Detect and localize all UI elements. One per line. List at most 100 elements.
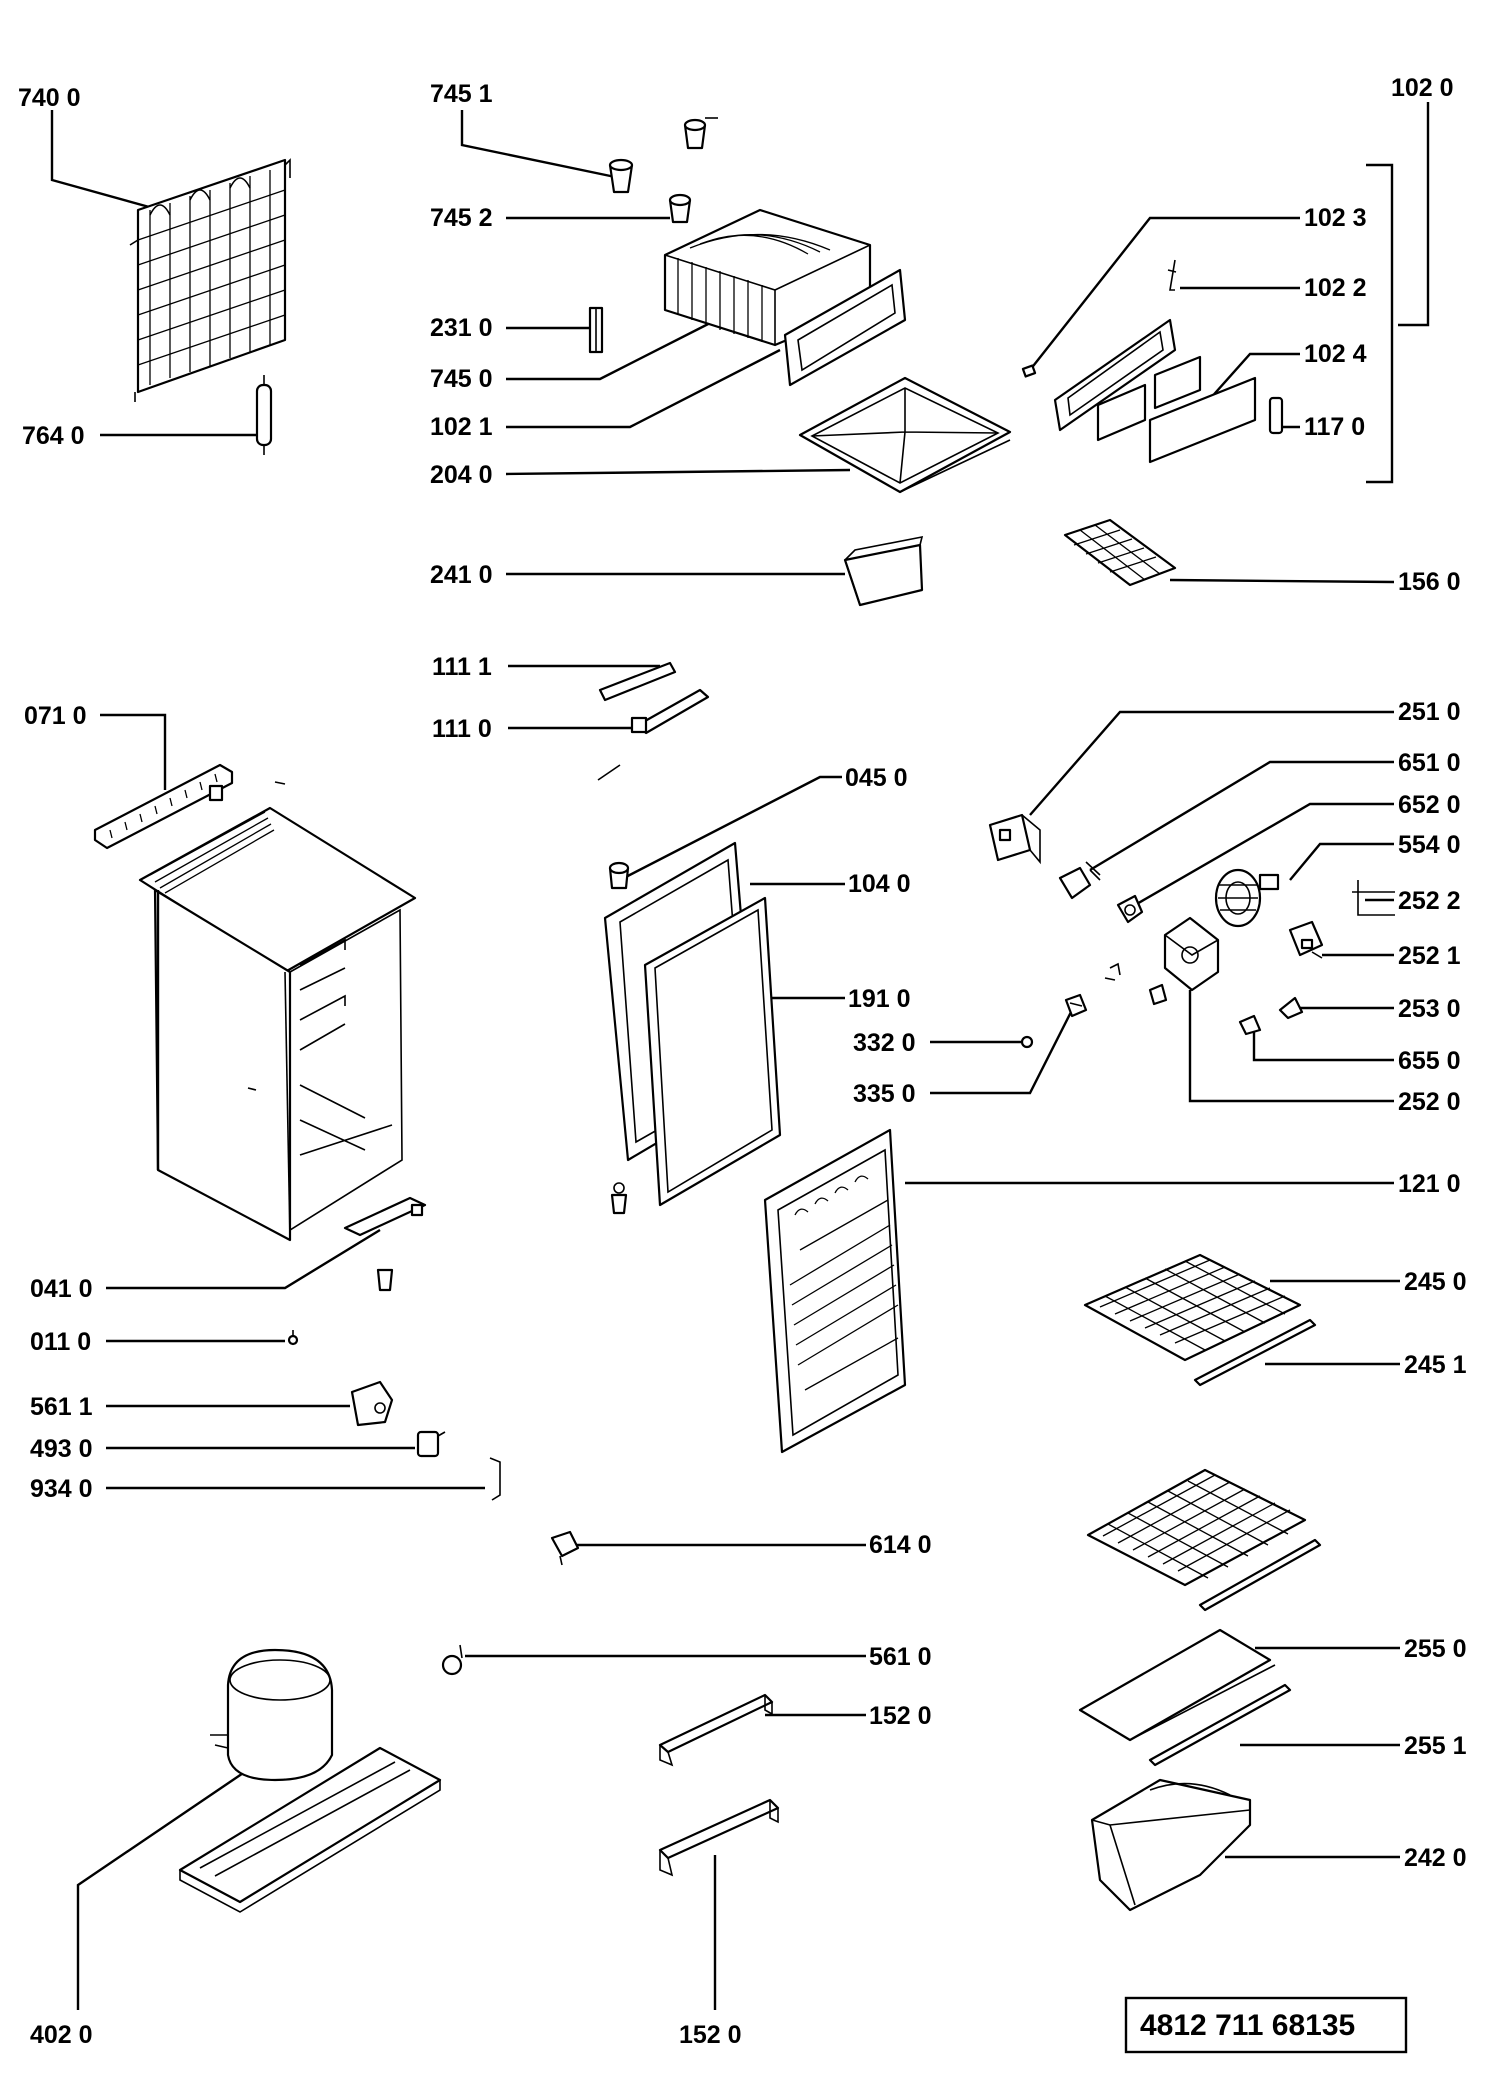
- label-252-0: 252 0: [1398, 1088, 1461, 1116]
- label-561-1: 561 1: [30, 1393, 93, 1421]
- label-102-0: 102 0: [1391, 74, 1454, 102]
- label-554-0: 554 0: [1398, 831, 1461, 859]
- leader-745-1: [460, 110, 621, 180]
- label-102-1: 102 1: [430, 413, 493, 441]
- contact-252-2: [1352, 880, 1395, 916]
- label-242-0: 242 0: [1404, 1844, 1467, 1872]
- leader-740-0: [50, 110, 161, 212]
- label-156-0: 156 0: [1398, 568, 1461, 596]
- label-041-0: 041 0: [30, 1275, 93, 1303]
- label-204-0: 204 0: [430, 461, 493, 489]
- label-102-2: 102 2: [1304, 274, 1367, 302]
- block-493-0: [416, 1430, 446, 1458]
- label-252-2: 252 2: [1398, 887, 1461, 915]
- drip-tray-204-0: [798, 376, 1012, 494]
- condenser-coil-740-0: [129, 158, 291, 402]
- leader-652-0: [1134, 802, 1394, 907]
- cabinet-body: [138, 781, 417, 1242]
- switch-561-1: [350, 1380, 394, 1427]
- hinge-041-0: [343, 1196, 427, 1292]
- screw-011-0: [287, 1330, 299, 1346]
- clip-231-0: [588, 306, 604, 354]
- shelf-245-lower: [1086, 1468, 1322, 1612]
- label-104-0: 104 0: [848, 870, 911, 898]
- label-152-0-lower: 152 0: [679, 2021, 742, 2049]
- connector-614-0: [550, 1530, 580, 1566]
- leader-045-0: [619, 775, 842, 882]
- switch-561-0: [441, 1644, 463, 1676]
- label-332-0: 332 0: [853, 1029, 916, 1057]
- small-parts-332-335: [1020, 962, 1121, 1049]
- shelf-245-0: [1083, 1253, 1317, 1387]
- compressor-402-0: [178, 1648, 442, 1913]
- part-labels: 740 0 745 1 745 2 231 0 745 0 102 1 204 …: [18, 74, 1467, 2049]
- door-liner-121-0: [763, 1128, 907, 1454]
- drier-764-0: [255, 375, 273, 455]
- label-111-0: 111 0: [432, 715, 492, 743]
- drawing-code-box: 4812 711 68135: [1124, 1996, 1408, 2054]
- leader-071-0: [100, 713, 167, 790]
- label-241-0: 241 0: [430, 561, 493, 589]
- door-group-102: [1021, 259, 1284, 464]
- leader-252-0: [1188, 990, 1394, 1103]
- label-245-0: 245 0: [1404, 1268, 1467, 1296]
- thermostat-252-0: [1148, 916, 1220, 1006]
- label-045-0: 045 0: [845, 764, 908, 792]
- leader-102-3: [1029, 216, 1300, 371]
- rails-111: [597, 661, 710, 781]
- leader-745-0: [506, 316, 721, 381]
- drawing-code: 4812 711 68135: [1140, 2009, 1355, 2042]
- top-bar-071-0: [93, 763, 234, 850]
- label-255-0: 255 0: [1404, 1635, 1467, 1663]
- label-493-0: 493 0: [30, 1435, 93, 1463]
- leader-156-0: [1169, 578, 1395, 584]
- label-011-0: 011 0: [30, 1328, 91, 1356]
- label-614-0: 614 0: [869, 1531, 932, 1559]
- label-251-0: 251 0: [1398, 698, 1461, 726]
- label-231-0: 231 0: [430, 314, 493, 342]
- knobs-745: [608, 117, 718, 224]
- lamp-holder-652-0: [1116, 894, 1144, 924]
- label-745-0: 745 0: [430, 365, 493, 393]
- leader-251-0: [1029, 710, 1394, 816]
- leader-335-0: [930, 1009, 1074, 1095]
- switch-252-1: [1288, 920, 1324, 959]
- label-121-0: 121 0: [1398, 1170, 1461, 1198]
- leader-655-0: [1252, 1030, 1394, 1062]
- label-253-0: 253 0: [1398, 995, 1461, 1023]
- label-252-1: 252 1: [1398, 942, 1461, 970]
- leader-102-0: [1398, 102, 1430, 327]
- label-255-1: 255 1: [1404, 1732, 1467, 1760]
- label-561-0: 561 0: [869, 1643, 932, 1671]
- leader-651-0: [1089, 760, 1394, 872]
- label-152-0-upper: 152 0: [869, 1702, 932, 1730]
- evaporator-745-0: [663, 208, 872, 347]
- leader-554-0: [1289, 842, 1394, 881]
- glass-shelf-255: [1078, 1628, 1292, 1767]
- label-934-0: 934 0: [30, 1475, 93, 1503]
- bracket-102-0: [1366, 163, 1394, 484]
- ice-tray-156-0: [1063, 518, 1177, 587]
- label-740-0: 740 0: [18, 84, 81, 112]
- label-745-2: 745 2: [430, 204, 493, 232]
- label-745-1: 745 1: [430, 80, 493, 108]
- coil-554-0: [1214, 868, 1280, 928]
- label-335-0: 335 0: [853, 1080, 916, 1108]
- leader-402-0: [76, 1764, 256, 2010]
- leader-204-0: [505, 468, 851, 476]
- leader-lines: [50, 102, 1430, 2010]
- gasket-191-0: [643, 896, 782, 1207]
- label-655-0: 655 0: [1398, 1047, 1461, 1075]
- label-651-0: 651 0: [1398, 749, 1461, 777]
- leader-102-1: [506, 348, 781, 429]
- label-102-4: 102 4: [1304, 340, 1367, 368]
- bracket-934-0: [489, 1457, 501, 1501]
- small-parts-253-655: [1238, 996, 1304, 1036]
- ice-box-241-0: [843, 535, 924, 607]
- leader-041-0: [106, 1228, 381, 1290]
- label-111-1: 111 1: [432, 653, 492, 681]
- label-245-1: 245 1: [1404, 1351, 1467, 1379]
- label-652-0: 652 0: [1398, 791, 1461, 819]
- knob-651-0: [1058, 861, 1101, 900]
